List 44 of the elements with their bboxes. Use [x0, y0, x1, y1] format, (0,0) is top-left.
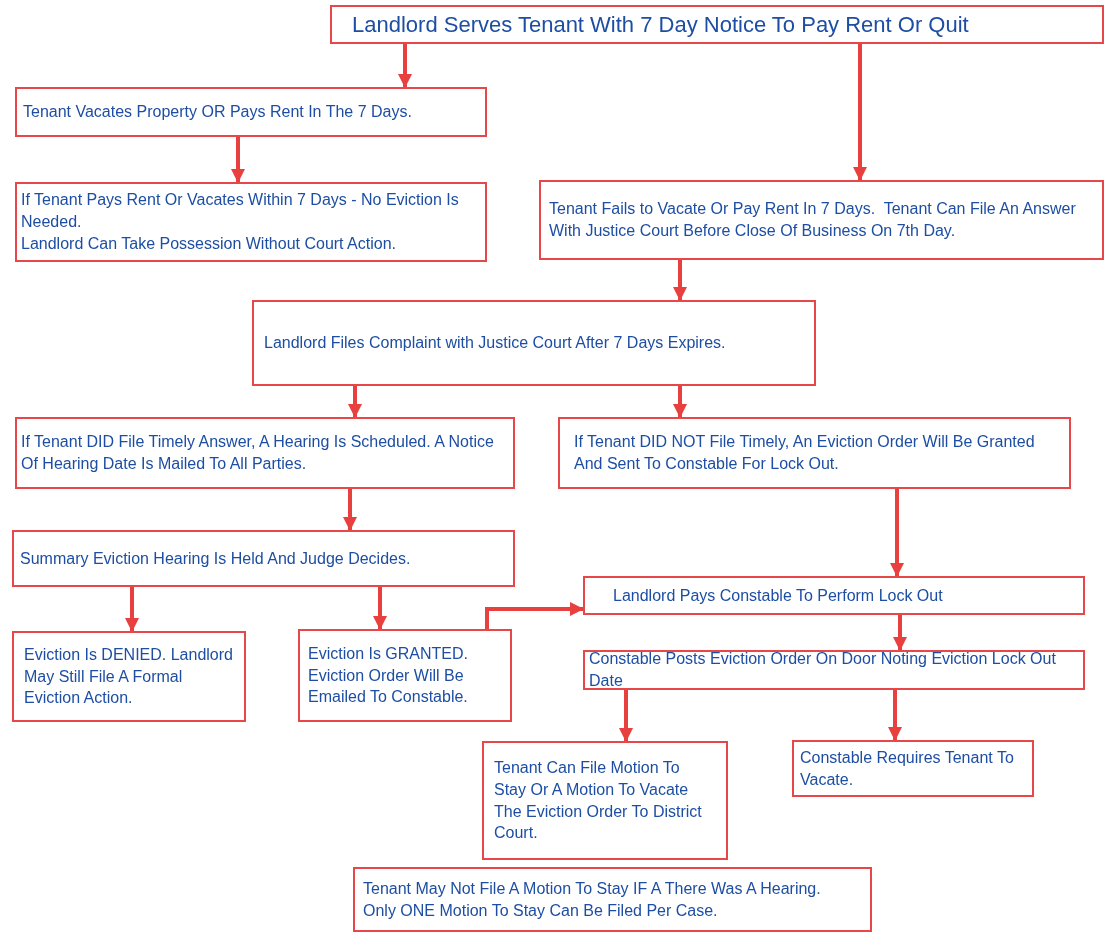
step-text: Eviction Is GRANTED. Eviction Order Will Be Emailed To Constable. — [308, 643, 470, 708]
step-text: Tenant Vacates Property OR Pays Rent In The 7 Days. — [23, 102, 413, 123]
arrow — [673, 386, 687, 418]
arrow — [348, 386, 362, 418]
step-text: Tenant Can File Motion To Stay Or A Motion To Vacate The Eviction Order To District Court. — [494, 758, 703, 844]
arrow — [231, 137, 245, 183]
title-box — [330, 5, 1104, 44]
process-box — [583, 576, 1085, 615]
arrow — [853, 44, 867, 181]
arrow — [485, 602, 584, 629]
step-text: Summary Eviction Hearing Is Held And Judge Decides. — [20, 548, 412, 569]
arrow — [343, 489, 357, 531]
step-text: Landlord Files Complaint with Justice Court After 7 Days Expires. — [264, 333, 727, 354]
step-text: Eviction Is DENIED. Landlord May Still File A Formal Eviction Action. — [24, 644, 234, 709]
step-text: Landlord Pays Constable To Perform Lock Out — [613, 585, 944, 606]
process-box — [298, 629, 512, 722]
process-box — [792, 740, 1034, 797]
process-box — [15, 417, 515, 489]
arrow — [398, 44, 412, 88]
process-box — [539, 180, 1104, 260]
step-text: If Tenant DID File Timely Answer, A Hearing Is Scheduled. A Notice Of Hearing Date Is Mailed To All Parties. — [21, 432, 495, 474]
arrow — [619, 690, 633, 742]
step-text: Constable Requires Tenant To Vacate. — [800, 747, 1015, 790]
process-box — [12, 631, 246, 722]
step-text: If Tenant Pays Rent Or Vacates Within 7 Days - No Eviction Is Needed. — [21, 190, 460, 233]
arrow — [890, 489, 904, 577]
arrow — [125, 587, 139, 632]
arrow — [673, 260, 687, 301]
step-text: Tenant May Not File A Motion To Stay IF A There Was A Hearing. Only ONE Motion To Stay Can Be Filed Per Case. — [363, 878, 822, 921]
step-text: Constable Posts Eviction Order On Door Noting Eviction Lock Out Date — [589, 649, 1057, 691]
process-box — [12, 530, 515, 587]
arrow — [893, 615, 907, 651]
step-text: If Tenant DID NOT File Timely, An Eviction Order Will Be Granted And Sent To Constable For Lock Out. — [574, 432, 1036, 474]
step-text: Landlord Serves Tenant With 7 Day Notice To Pay Rent Or Quit — [352, 10, 970, 39]
process-box — [15, 182, 487, 262]
process-box — [482, 741, 728, 860]
step-text: Tenant Fails to Vacate Or Pay Rent In 7 Days. Tenant Can File An Answer With Justice Court Before Close Of Business On 7th Day. — [549, 199, 1077, 241]
step-text: Landlord Can Take Possession Without Court Action. — [21, 233, 398, 254]
process-box — [558, 417, 1071, 489]
process-box — [15, 87, 487, 137]
arrow — [373, 587, 387, 630]
process-box — [353, 867, 872, 932]
arrow — [888, 690, 902, 741]
process-box — [252, 300, 816, 386]
